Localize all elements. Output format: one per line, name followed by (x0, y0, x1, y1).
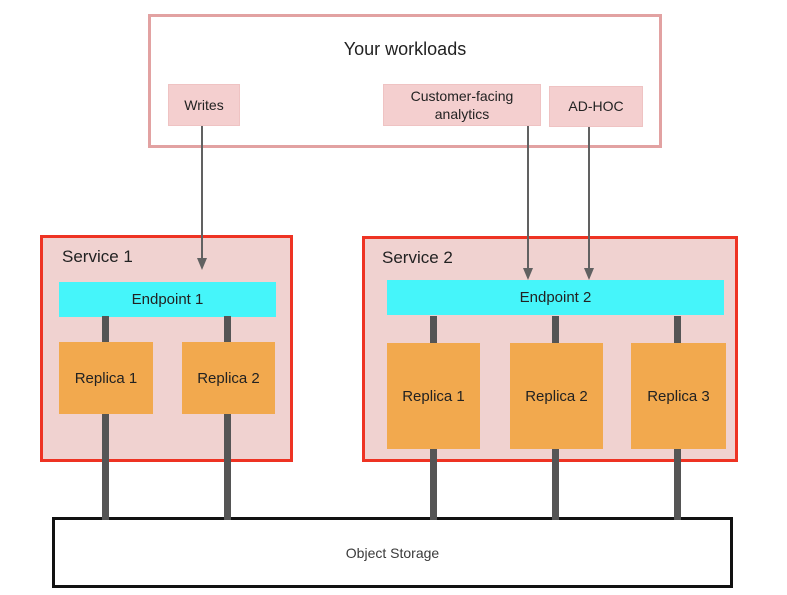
connector-line (224, 414, 231, 520)
analytics-to-service2-arrow-line (527, 126, 529, 268)
workloads-group-box: Your workloads Writes Customer-facing an… (148, 14, 662, 148)
adhoc-to-service2-arrowhead-icon (584, 268, 594, 280)
service-2-label: Service 2 (382, 248, 453, 267)
connector-line (102, 316, 109, 342)
service-1-label: Service 1 (62, 247, 133, 266)
connector-line (674, 316, 681, 343)
service-1-replica-2: Replica 2 (182, 342, 275, 414)
object-storage-box: Object Storage (52, 517, 733, 588)
service-1-box: Service 1 Endpoint 1 Replica 1 Replica 2 (40, 235, 293, 462)
service-1-replica-1: Replica 1 (59, 342, 153, 414)
service-2-replica-3: Replica 3 (631, 343, 726, 449)
workload-item-customer-facing-analytics: Customer-facing analytics (383, 84, 541, 126)
writes-to-service1-arrow-line (201, 126, 203, 259)
connector-line (552, 316, 559, 343)
connector-line (674, 449, 681, 520)
writes-to-service1-arrowhead-icon (197, 258, 207, 270)
service-2-endpoint: Endpoint 2 (387, 280, 724, 315)
analytics-to-service2-arrowhead-icon (523, 268, 533, 280)
connector-line (430, 316, 437, 343)
service-2-box: Service 2 Endpoint 2 Replica 1 Replica 2… (362, 236, 738, 462)
connector-line (552, 449, 559, 520)
adhoc-to-service2-arrow-line (588, 127, 590, 268)
service-2-replica-1: Replica 1 (387, 343, 480, 449)
workload-item-writes: Writes (168, 84, 240, 126)
workload-item-ad-hoc: AD-HOC (549, 86, 643, 127)
connector-line (224, 316, 231, 342)
workloads-title: Your workloads (343, 39, 467, 59)
connector-line (430, 449, 437, 520)
service-2-replica-2: Replica 2 (510, 343, 603, 449)
service-1-endpoint: Endpoint 1 (59, 282, 276, 317)
connector-line (102, 414, 109, 520)
